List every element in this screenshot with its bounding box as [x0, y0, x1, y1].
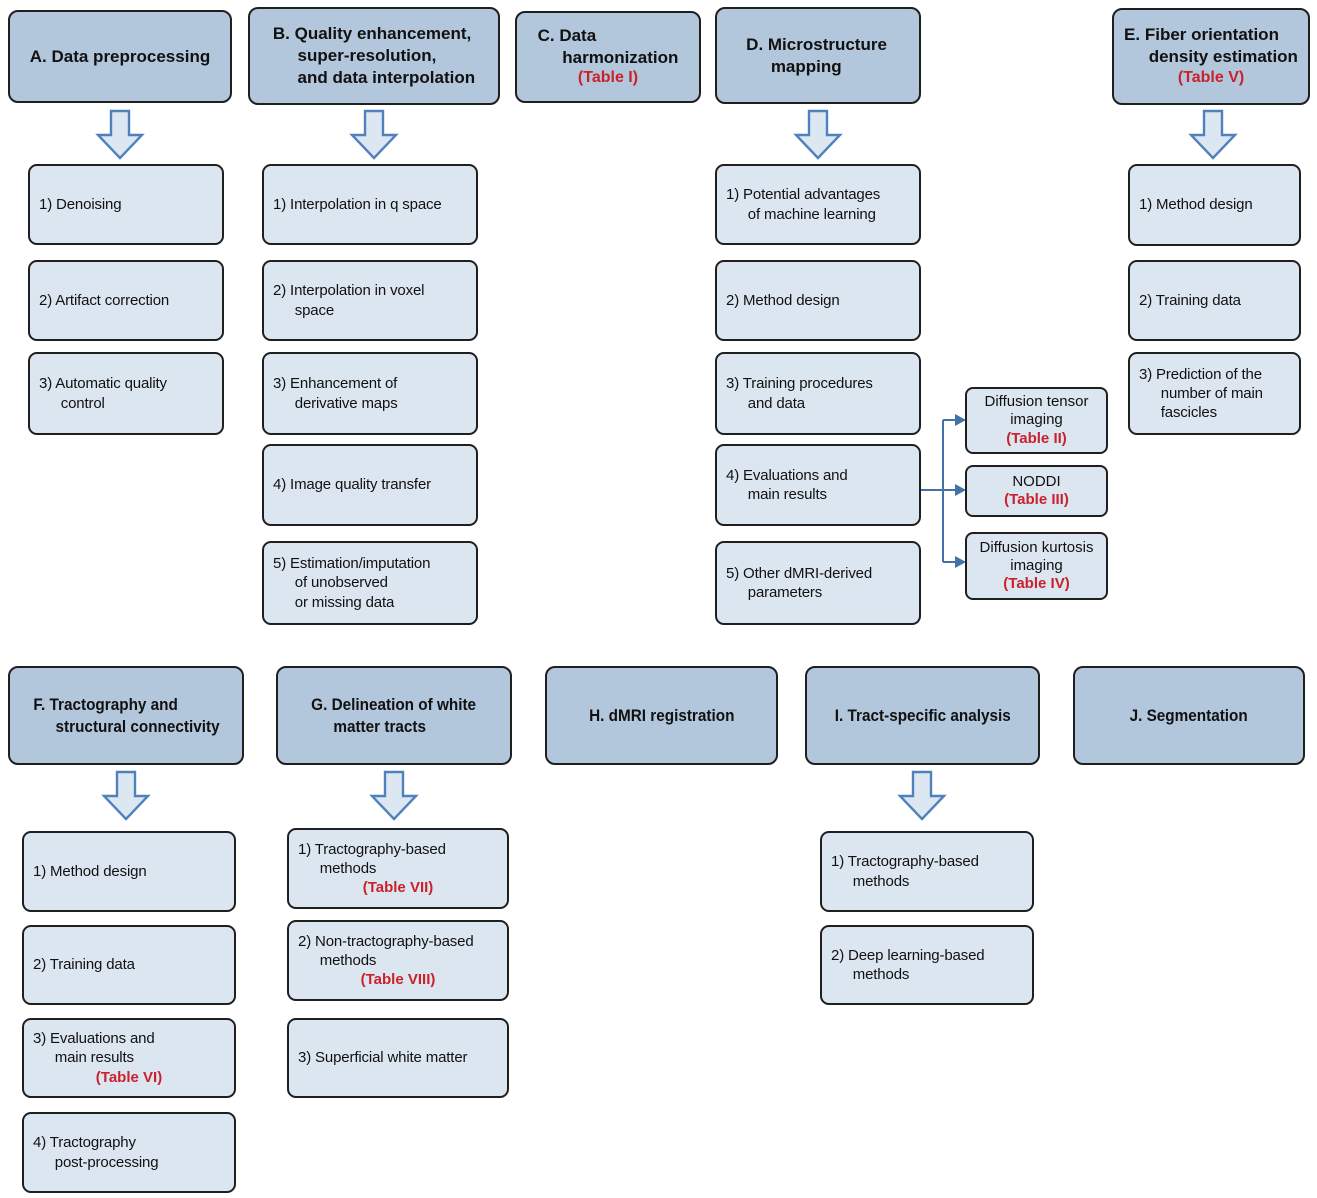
header-title: I. Tract-specific analysis [834, 705, 1011, 725]
item-text: 5) Other dMRI-derived parameters [726, 564, 873, 601]
table-ref: (Table VII) [362, 879, 434, 897]
item-text: 3) Superficial white matter [298, 1049, 468, 1067]
header-title: J. Segmentation [1129, 705, 1249, 725]
header-data-harmonization: C. Data harmonization (Table I) [515, 11, 701, 103]
item-superficial-white-matter: 3) Superficial white matter [287, 1018, 509, 1098]
header-title: C. Data harmonization [537, 25, 679, 67]
header-title: H. dMRI registration [588, 705, 735, 725]
item-prediction-fascicles: 3) Prediction of the number of main fasc… [1128, 352, 1301, 435]
item-text: 2) Deep learning-based methods [831, 946, 985, 983]
header-title: F. Tractography and structural connectiv… [32, 694, 220, 736]
item-training-procedures: 3) Training procedures and data [715, 352, 921, 435]
header-title: E. Fiber orientation density estimation [1124, 25, 1298, 67]
item-text: 2) Training data [1139, 291, 1241, 309]
item-interpolation-q-space: 1) Interpolation in q space [262, 164, 478, 245]
item-interpolation-voxel-space: 2) Interpolation in voxel space [262, 260, 478, 341]
table-ref: (Table IV) [1003, 575, 1070, 593]
item-text: 1) Denoising [39, 195, 122, 213]
item-text: 2) Method design [726, 291, 840, 309]
connector-lines [921, 414, 966, 568]
table-ref: (Table II) [1006, 429, 1067, 447]
item-method-design-d: 2) Method design [715, 260, 921, 341]
item-text: 5) Estimation/imputation of unobserved o… [273, 555, 431, 611]
item-automatic-quality-control: 3) Automatic quality control [28, 352, 224, 435]
header-microstructure-mapping: D. Microstructure mapping [715, 7, 921, 104]
item-text: 4) Image quality transfer [273, 476, 431, 494]
item-non-tractography-based-methods: 2) Non-tractography-based methods (Table… [287, 920, 509, 1001]
down-arrow-icon [897, 770, 947, 821]
item-method-design-f: 1) Method design [22, 831, 236, 912]
item-other-dmri-parameters: 5) Other dMRI-derived parameters [715, 541, 921, 625]
item-text: 4) Evaluations and main results [726, 466, 848, 503]
item-tractography-based-methods-i: 1) Tractography-based methods [820, 831, 1034, 912]
table-ref: (Table I) [577, 69, 639, 87]
item-artifact-correction: 2) Artifact correction [28, 260, 224, 341]
down-arrow-icon [1188, 109, 1238, 160]
item-text: 2) Interpolation in voxel space [273, 282, 425, 319]
header-title: B. Quality enhancement, super-resolution… [272, 24, 476, 87]
item-estimation-imputation: 5) Estimation/imputation of unobserved o… [262, 541, 478, 625]
header-tract-specific-analysis: I. Tract-specific analysis [805, 666, 1040, 765]
item-tractography-post-processing: 4) Tractography post-processing [22, 1112, 236, 1193]
item-deep-learning-based-methods: 2) Deep learning-based methods [820, 925, 1034, 1005]
item-text: 3) Automatic quality control [39, 375, 167, 412]
header-delineation-white-matter: G. Delineation of white matter tracts [276, 666, 512, 765]
side-box-text: NODDI [1012, 472, 1061, 490]
item-text: 3) Enhancement of derivative maps [273, 375, 398, 412]
item-text: 4) Tractography post-processing [33, 1134, 159, 1171]
item-training-data-e: 2) Training data [1128, 260, 1301, 341]
item-text: 3) Training procedures and data [726, 375, 873, 412]
item-denoising: 1) Denoising [28, 164, 224, 245]
side-box-text: Diffusion kurtosis imaging [979, 538, 1094, 574]
table-ref: (Table VI) [95, 1068, 163, 1086]
item-text: 3) Prediction of the number of main fasc… [1139, 365, 1263, 422]
side-box-diffusion-kurtosis-imaging: Diffusion kurtosis imaging (Table IV) [965, 532, 1108, 600]
item-text: 1) Method design [1139, 196, 1253, 214]
item-text: 2) Artifact correction [39, 291, 170, 309]
header-title: A. Data preprocessing [29, 46, 211, 66]
item-evaluations-main-results-d: 4) Evaluations and main results [715, 444, 921, 526]
item-tractography-based-methods-g: 1) Tractography-based methods (Table VII… [287, 828, 509, 909]
item-method-design-e: 1) Method design [1128, 164, 1301, 246]
header-title: G. Delineation of white matter tracts [311, 694, 477, 736]
item-text: 1) Potential advantages of machine learn… [726, 186, 881, 223]
item-text: 1) Method design [33, 862, 147, 880]
down-arrow-icon [349, 109, 399, 160]
item-training-data-f: 2) Training data [22, 925, 236, 1005]
table-ref: (Table V) [1177, 68, 1245, 86]
item-text: 3) Evaluations and main results [33, 1030, 155, 1067]
table-ref: (Table III) [1004, 491, 1069, 508]
item-text: 1) Tractography-based methods [831, 853, 979, 890]
item-text: 1) Tractography-based methods [298, 840, 446, 877]
down-arrow-icon [95, 109, 145, 160]
table-ref: (Table VIII) [360, 971, 436, 989]
item-evaluations-main-results-f: 3) Evaluations and main results (Table V… [22, 1018, 236, 1098]
item-image-quality-transfer: 4) Image quality transfer [262, 444, 478, 526]
item-potential-advantages: 1) Potential advantages of machine learn… [715, 164, 921, 245]
side-box-noddi: NODDI (Table III) [965, 465, 1108, 517]
down-arrow-icon [369, 770, 419, 821]
item-text: 1) Interpolation in q space [273, 195, 442, 213]
header-title: D. Microstructure mapping [746, 34, 887, 76]
side-box-diffusion-tensor-imaging: Diffusion tensor imaging (Table II) [965, 387, 1108, 454]
header-fiber-orientation: E. Fiber orientation density estimation … [1112, 8, 1310, 105]
header-segmentation: J. Segmentation [1073, 666, 1305, 765]
side-box-text: Diffusion tensor imaging [984, 393, 1089, 429]
item-text: 2) Non-tractography-based methods [298, 932, 474, 969]
header-quality-enhancement: B. Quality enhancement, super-resolution… [248, 7, 500, 105]
item-text: 2) Training data [33, 956, 135, 974]
header-dmri-registration: H. dMRI registration [545, 666, 778, 765]
down-arrow-icon [793, 109, 843, 160]
down-arrow-icon [101, 770, 151, 821]
header-tractography-connectivity: F. Tractography and structural connectiv… [8, 666, 244, 765]
header-data-preprocessing: A. Data preprocessing [8, 10, 232, 103]
item-enhancement-derivative-maps: 3) Enhancement of derivative maps [262, 352, 478, 435]
